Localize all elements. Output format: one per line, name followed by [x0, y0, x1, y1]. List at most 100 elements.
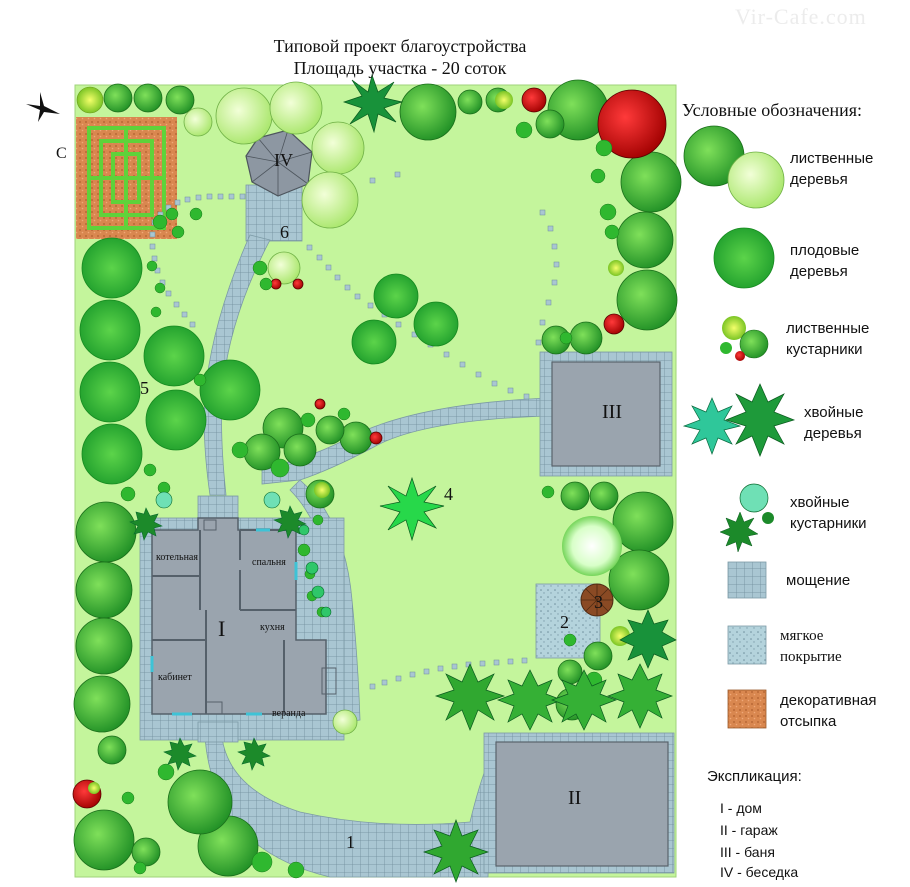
accent-shrub-shape	[314, 482, 330, 498]
stepping-stone-shape	[535, 339, 542, 346]
explication-title: Экспликация:	[707, 768, 802, 785]
deciduous-tree-shape	[73, 675, 131, 733]
room-kitchen: кухня	[260, 622, 285, 633]
legend-item-soft-cover: мягкое покрытие	[780, 626, 842, 668]
legend-label: деревья	[804, 425, 862, 442]
compass-arrow	[26, 92, 60, 122]
conifer-tree-shape	[551, 669, 617, 731]
legend-swatche-shape	[719, 511, 759, 553]
red-tree-shape	[369, 431, 383, 445]
fruit-trees	[79, 237, 459, 485]
stepping-stone-shape	[381, 679, 388, 686]
stepping-stone-shape	[206, 193, 213, 200]
room-veranda: веранда	[272, 708, 306, 719]
stepping-stone-shape	[165, 290, 172, 297]
fruit-tree-shape	[373, 273, 419, 319]
stepping-stone-shape	[344, 284, 351, 291]
explication-item: II - гараж	[720, 822, 778, 838]
fruit-tree-shape	[351, 319, 397, 365]
stepping-stone-shape	[394, 171, 401, 178]
light-deciduous-tree-shape	[267, 251, 301, 285]
light-deciduous-tree-shape	[301, 171, 359, 229]
legend-item-conifer-trees: хвойные деревья	[804, 402, 863, 444]
legend-label: кустарники	[790, 515, 867, 532]
paving-shape	[261, 397, 549, 485]
small-shrub-shape	[604, 224, 620, 240]
legend-label: покрытие	[780, 649, 842, 665]
red-tree-shape	[597, 89, 667, 159]
deciduous-tree-shape	[167, 769, 233, 835]
room-bedroom: спальня	[252, 557, 286, 568]
legend-swatche-shape	[713, 227, 775, 289]
stepping-stone-shape	[334, 274, 341, 281]
legend-swatche-shape	[727, 561, 767, 599]
small-shrub-shape	[563, 633, 577, 647]
explication-item: I - дом	[720, 800, 762, 816]
marker-2: 2	[560, 612, 569, 632]
explication-item: III - баня	[720, 844, 775, 860]
deciduous-tree-shape	[616, 211, 674, 269]
room-boiler: котельная	[156, 552, 198, 563]
paving-shape	[245, 184, 303, 242]
stepping-stone-shape	[521, 657, 528, 664]
deciduous-tree-shape	[131, 837, 161, 867]
conifer-tree-shape	[619, 609, 677, 669]
house-building-shape	[205, 701, 223, 715]
deciduous-tree-shape	[535, 109, 565, 139]
conifer-shrub-shape	[155, 491, 173, 509]
stepping-stone-shape	[306, 244, 313, 251]
stepping-stone-shape	[545, 299, 552, 306]
label-garage: II	[568, 787, 581, 809]
deciduous-tree-shape	[583, 641, 613, 671]
legend-swatche-shape	[727, 689, 767, 729]
fruit-tree-shape	[145, 389, 207, 451]
deciduous-tree-shape	[608, 549, 670, 611]
legend-label: отсыпка	[780, 713, 837, 730]
accent-shrub-shape	[608, 260, 624, 276]
small-shrub-shape	[300, 412, 316, 428]
explication-item: IV - беседка	[720, 864, 799, 880]
house-building-shape	[150, 528, 298, 716]
stepping-stone-shape	[151, 255, 158, 262]
stepping-stone-shape	[174, 199, 181, 206]
stepping-stone-shape	[479, 660, 486, 667]
title-line-2: Площадь участка - 20 соток	[293, 58, 507, 78]
stepping-stone-shape	[539, 209, 546, 216]
conifer-shrub-shape	[320, 606, 332, 618]
deciduous-tree-shape	[457, 89, 483, 115]
deciduous-tree-shape	[283, 433, 317, 467]
conifer-tree-shape	[497, 669, 563, 731]
stepping-stone-shape	[493, 659, 500, 666]
small-shrub-shape	[251, 851, 273, 873]
stepping-stone-shape	[539, 319, 546, 326]
fruit-tree-shape	[81, 423, 143, 485]
conifer-shrub-shape	[311, 585, 325, 599]
paving-shape	[197, 495, 239, 519]
accent-shrub-shape	[495, 91, 513, 109]
legend-title: Условные обозначения:	[682, 100, 863, 120]
legend-label: лиственные	[786, 320, 870, 337]
stepping-stone-shape	[228, 193, 235, 200]
stepping-stone-shape	[551, 243, 558, 250]
legend-item-deciduous-shrubs: лиственные кустарники	[786, 318, 869, 360]
deciduous-trees	[73, 79, 682, 877]
room-study: кабинет	[158, 672, 192, 683]
house-building-shape	[321, 667, 337, 695]
legend-swatche-shape	[720, 342, 732, 354]
small-shrub-shape	[559, 331, 573, 345]
accent-shrub-shape	[88, 782, 100, 794]
deciduous-tree-shape	[569, 321, 603, 355]
paving-shape	[197, 721, 239, 743]
bath-building	[551, 361, 661, 467]
light-deciduous-tree-shape	[215, 87, 273, 145]
small-shrub-shape	[171, 225, 185, 239]
stepping-stone-shape	[367, 302, 374, 309]
small-shrub-shape	[287, 861, 305, 879]
deciduous-tree-shape	[560, 481, 590, 511]
conifer-shrub-shape	[273, 505, 307, 539]
marker-4: 4	[444, 484, 453, 504]
stepping-stones	[149, 171, 560, 690]
stepping-stone-shape	[443, 351, 450, 358]
